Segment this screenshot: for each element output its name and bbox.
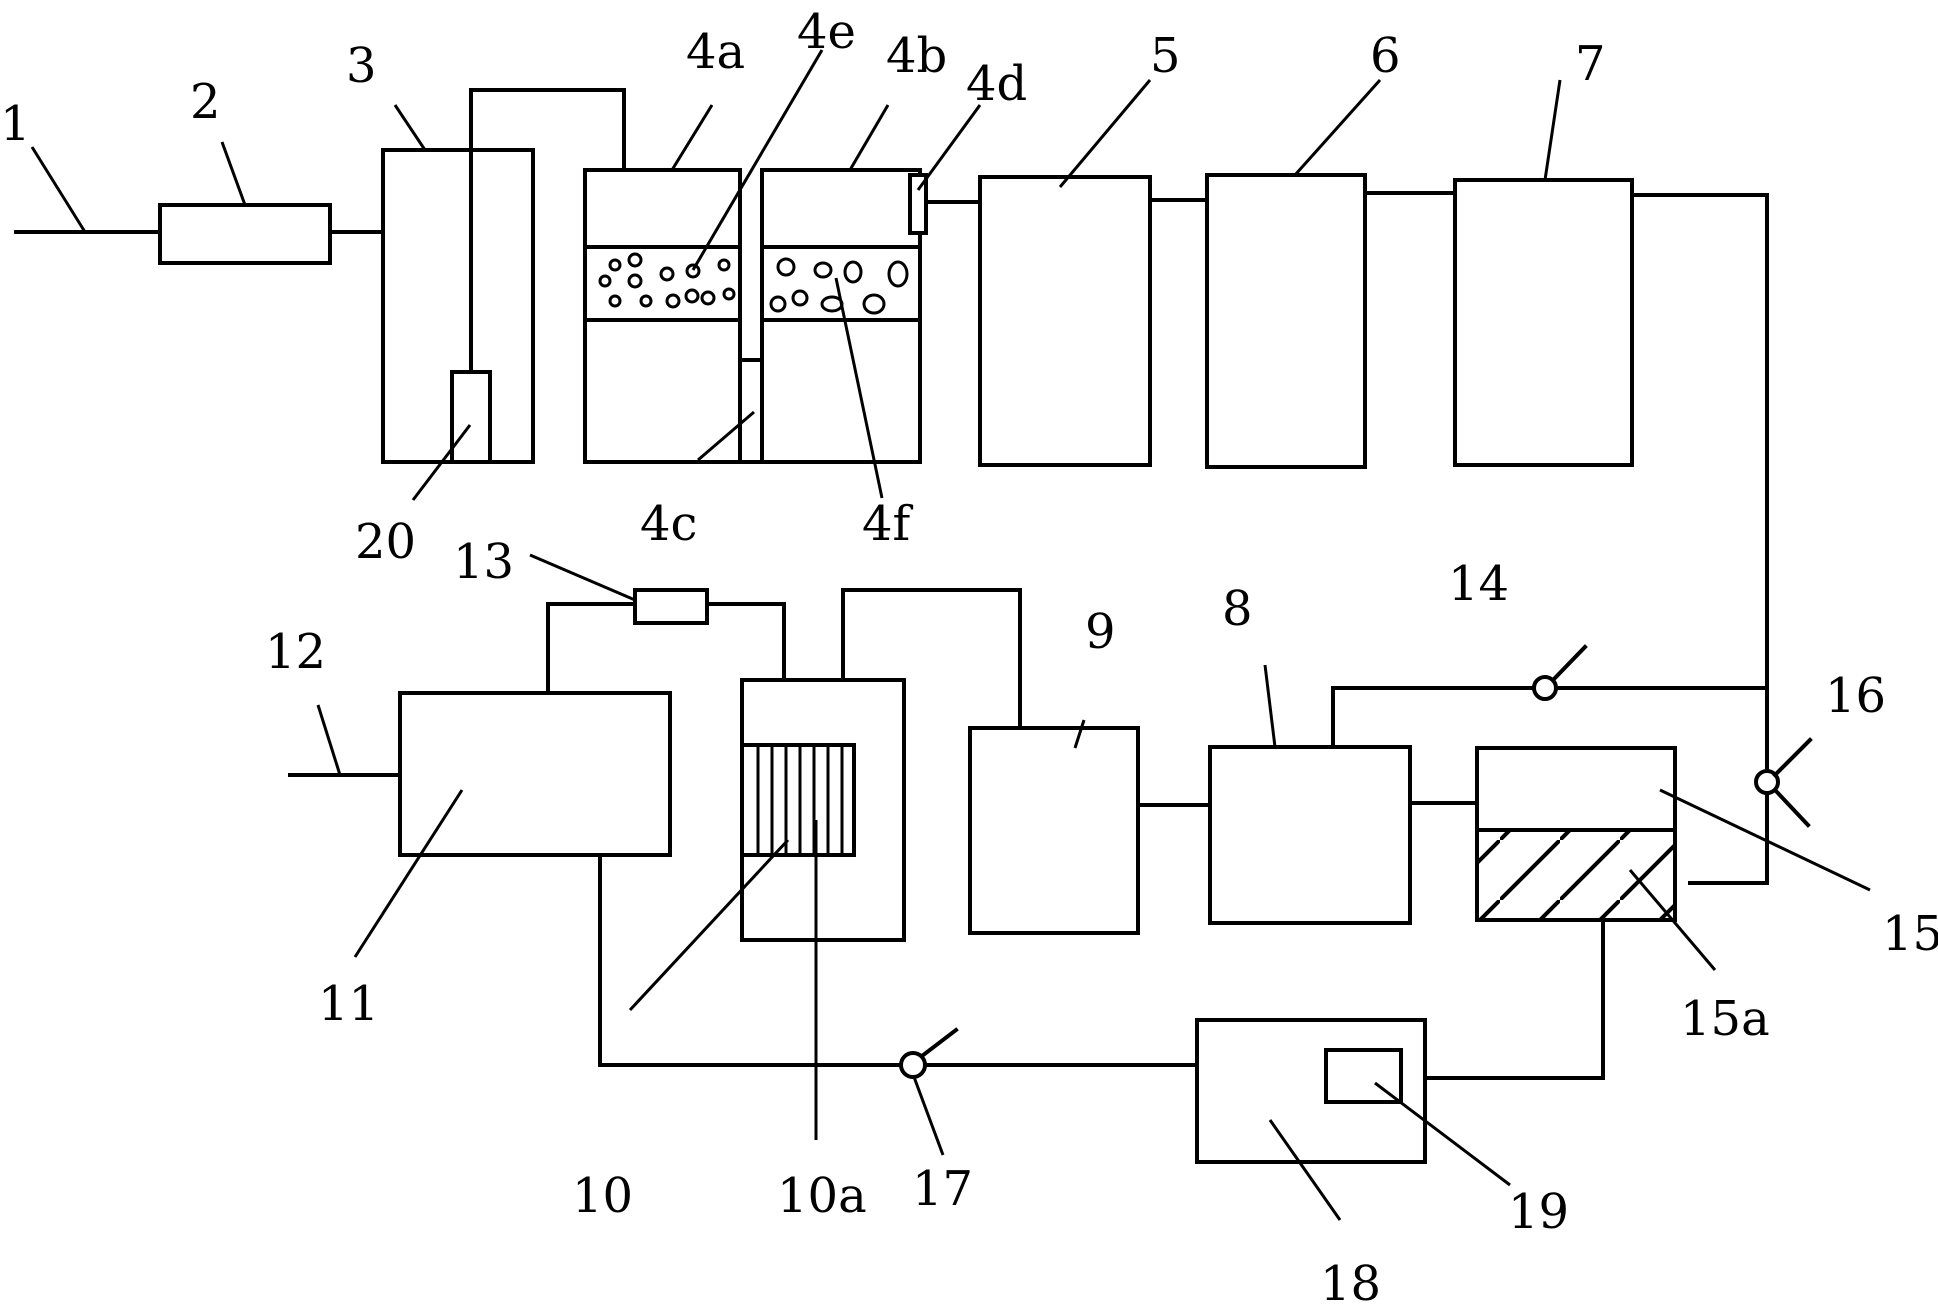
valve-16[interactable] xyxy=(1754,769,1780,795)
pipe-11-13 xyxy=(546,602,637,695)
label-4c: 4c xyxy=(640,496,697,552)
leader-lines xyxy=(30,49,1871,1221)
unit-11 xyxy=(398,691,672,857)
unit-8 xyxy=(1208,745,1412,925)
unit-13 xyxy=(633,588,709,625)
label-17: 17 xyxy=(912,1161,973,1217)
label-3: 3 xyxy=(346,38,377,94)
valve-14[interactable] xyxy=(1532,675,1558,701)
unit-2 xyxy=(158,203,332,265)
label-1: 1 xyxy=(0,96,31,152)
label-18: 18 xyxy=(1320,1256,1381,1305)
label-19: 19 xyxy=(1508,1184,1569,1240)
label-4b: 4b xyxy=(886,28,947,84)
tank-6 xyxy=(1205,173,1367,469)
label-12: 12 xyxy=(265,624,326,680)
label-4d: 4d xyxy=(966,56,1027,112)
valve-17-handle xyxy=(919,1027,959,1059)
label-14: 14 xyxy=(1448,556,1509,612)
membrane-fibers xyxy=(756,745,844,855)
label-4e: 4e xyxy=(797,4,856,60)
pipe-20-4a xyxy=(469,88,626,374)
label-2: 2 xyxy=(190,74,221,130)
tank-4b xyxy=(760,168,922,464)
large-particles-4f xyxy=(769,257,909,315)
pump-20 xyxy=(450,370,492,464)
label-6: 6 xyxy=(1370,28,1401,84)
unit-9 xyxy=(968,726,1140,935)
tank-7 xyxy=(1453,178,1634,467)
label-10a: 10a xyxy=(777,1168,867,1224)
unit-18 xyxy=(1195,1018,1427,1164)
valve-16-handle xyxy=(1772,737,1813,778)
pipe-7-return xyxy=(1630,193,1769,885)
label-7: 7 xyxy=(1575,36,1606,92)
label-5: 5 xyxy=(1150,28,1181,84)
label-10: 10 xyxy=(572,1168,633,1224)
label-4f: 4f xyxy=(862,496,914,552)
tank-5 xyxy=(978,175,1152,467)
label-13: 13 xyxy=(453,534,514,590)
label-15: 15 xyxy=(1882,906,1938,962)
label-8: 8 xyxy=(1222,581,1253,637)
pipe-15-19 xyxy=(1399,918,1605,1080)
label-11: 11 xyxy=(318,976,379,1032)
label-9: 9 xyxy=(1085,604,1116,660)
pipe-10-9 xyxy=(841,588,1022,730)
tank-4a xyxy=(583,168,742,464)
small-particles-4e xyxy=(598,252,736,309)
hatched-layer-15a xyxy=(1475,828,1677,922)
label-20: 20 xyxy=(355,514,416,570)
membrane-module-10a xyxy=(740,743,856,857)
label-4a: 4a xyxy=(686,24,745,80)
label-16: 16 xyxy=(1825,668,1886,724)
pipe-8-14 xyxy=(1331,686,1769,749)
valve-14-handle xyxy=(1550,644,1588,683)
valve-17[interactable] xyxy=(899,1051,927,1079)
connector-4c xyxy=(738,358,764,464)
valve-16-leader xyxy=(1772,787,1811,828)
label-15a: 15a xyxy=(1680,991,1770,1047)
pipe-18-11 xyxy=(598,853,1199,1067)
